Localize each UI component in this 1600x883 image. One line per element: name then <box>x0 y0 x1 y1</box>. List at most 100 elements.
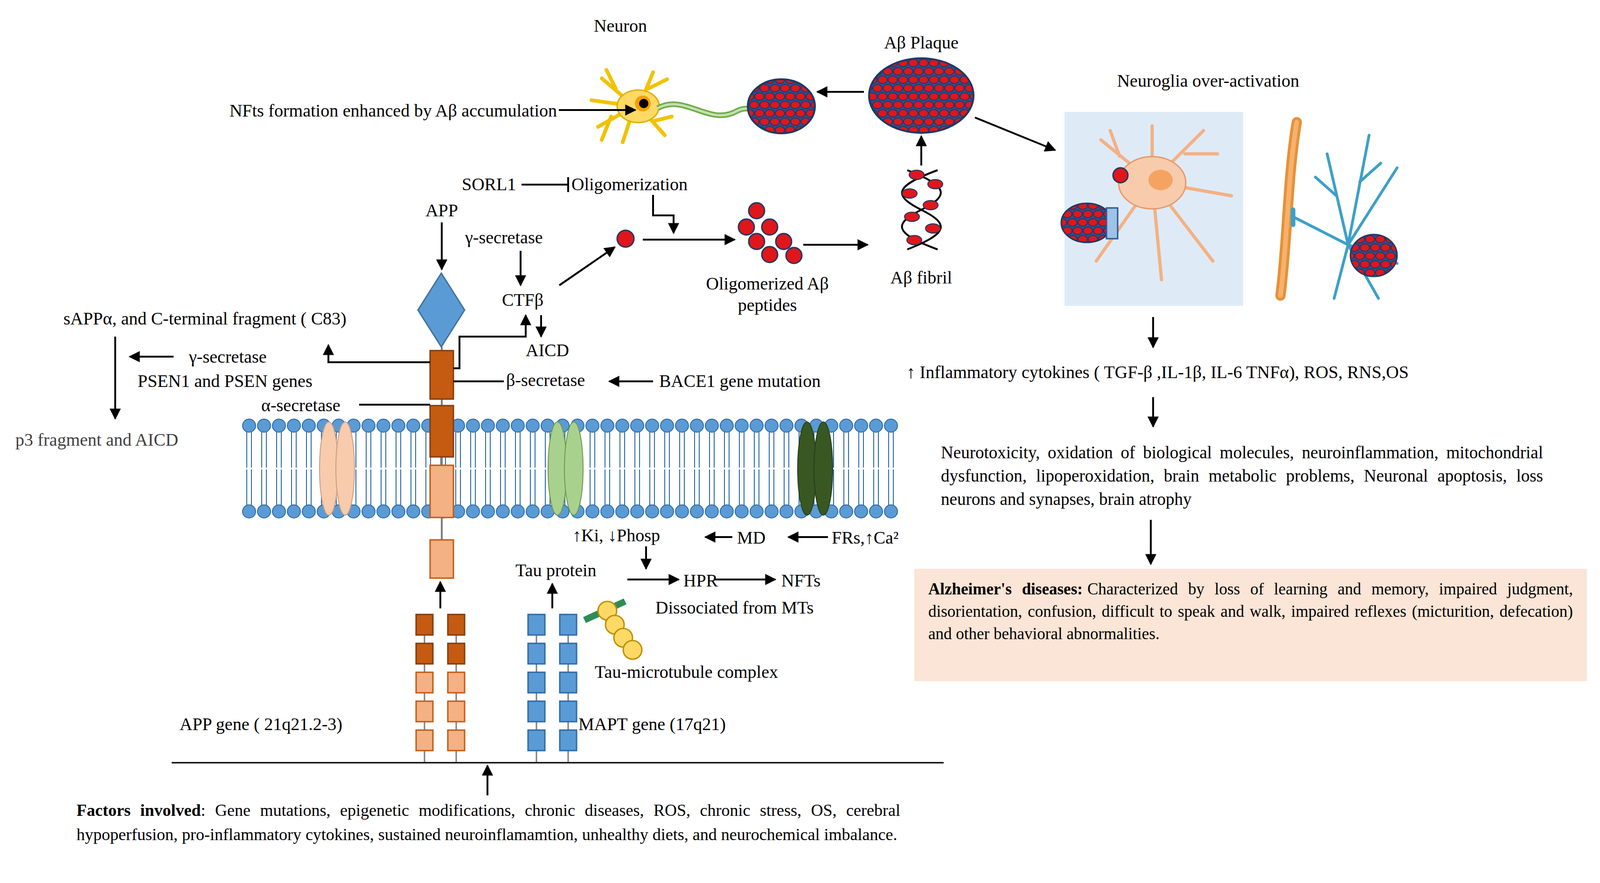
figure-label: Aβ Plaque <box>865 31 978 54</box>
pathway-arrows <box>486 765 489 796</box>
neuroglia-illustration <box>1293 135 1398 299</box>
effect-paragraph: Neurotoxicity, oxidation of biological m… <box>940 441 1544 512</box>
pathway-arrows <box>920 136 923 166</box>
pathway-arrows <box>521 177 569 193</box>
pathway-arrows <box>1149 520 1152 565</box>
figure-label: Neuron <box>592 14 649 37</box>
mapt-gene <box>528 672 545 694</box>
neuroglia-illustration <box>1061 111 1398 307</box>
mapt-gene <box>528 643 545 665</box>
disease-box: Alzheimer's diseases:Characterized by lo… <box>914 569 1587 682</box>
app-gene <box>447 643 465 665</box>
pathway-arrows <box>1152 397 1155 427</box>
app-gene <box>416 672 433 694</box>
neuroglia-illustration <box>1280 122 1297 296</box>
mapt-gene <box>559 643 577 665</box>
pathway-arrows <box>653 194 674 234</box>
app-gene <box>416 614 433 636</box>
fibril-illustration <box>904 212 920 222</box>
pathway-arrows <box>129 355 174 358</box>
fibril-illustration <box>909 170 925 180</box>
fragment-label: sAPPα, and C-terminal fragment ( C83) <box>63 307 347 330</box>
membrane-protein <box>335 422 355 516</box>
pathway-arrows <box>440 222 443 270</box>
factors-paragraph: Factors involved: Gene mutations, epigen… <box>76 798 901 848</box>
neuroglia-illustration <box>1280 122 1297 296</box>
neuroglia-illustration <box>1290 209 1296 225</box>
neuron-illustration <box>639 98 649 109</box>
neuron-illustration <box>591 69 815 143</box>
pathway-arrows <box>558 109 636 112</box>
process-label: NFTs <box>781 570 821 592</box>
fragment-label: AICD <box>525 339 570 362</box>
pathway-arrows <box>359 403 431 406</box>
mapt-gene <box>528 614 545 636</box>
process-label: Oligomerization <box>571 173 688 195</box>
membrane-protein <box>813 422 833 516</box>
mapt-gene <box>559 672 577 694</box>
pathway-arrows <box>328 345 431 363</box>
membrane-protein <box>564 422 584 516</box>
pathway-arrows <box>540 315 543 337</box>
pathway-arrows <box>817 90 864 93</box>
gene-label: BACE1 gene mutation <box>659 370 821 392</box>
factors-heading: Factors involved <box>76 801 202 821</box>
mapt-gene <box>528 701 545 723</box>
neuroglia-illustration <box>1061 203 1113 243</box>
protein-label: Tau protein <box>515 559 597 582</box>
neuron-illustration <box>747 79 815 134</box>
fibril-illustration <box>902 188 918 199</box>
process-label: Dissociated from MTs <box>655 597 814 619</box>
app-gene <box>447 730 465 752</box>
baseline <box>171 762 944 765</box>
oligomer-illustration <box>748 202 765 219</box>
enzyme-label: γ-secretase <box>465 226 543 249</box>
pathway-arrows <box>627 578 679 581</box>
mapt-gene <box>559 614 577 636</box>
pathway-arrows <box>705 536 733 539</box>
pathway-arrows <box>453 315 526 369</box>
product-label: Aβ fibril <box>886 266 957 289</box>
process-label: MD <box>737 527 766 549</box>
app-gene <box>416 614 465 764</box>
gene-label: PSEN1 and PSEN genes <box>137 370 313 392</box>
neuroglia-illustration <box>1096 125 1232 280</box>
mapt-gene <box>528 730 545 752</box>
tau-microtubule-complex <box>623 640 642 660</box>
enzyme-label: γ-secretase <box>188 346 267 368</box>
mapt-gene <box>559 730 577 752</box>
oligomer-illustration <box>761 246 778 263</box>
app-protein <box>430 405 454 458</box>
neuroglia-illustration <box>1148 169 1173 191</box>
pathway-arrows <box>114 336 117 419</box>
app-gene <box>447 672 465 694</box>
app-protein <box>430 350 454 400</box>
pathway-arrows <box>551 584 554 609</box>
product-label: Oligomerized Aβ peptides <box>690 272 845 316</box>
process-label: ↑Ki, ↓Phosp <box>572 524 661 547</box>
app-protein <box>430 465 454 518</box>
neuron-illustration <box>634 95 651 112</box>
pathway-arrows <box>974 117 1056 151</box>
process-label: HPR <box>683 570 718 592</box>
effect-label: ↑ Inflammatory cytokines ( TGF-β ,IL-1β,… <box>906 361 1409 383</box>
pathway-arrows <box>642 238 735 241</box>
pathway-arrows <box>519 250 522 286</box>
mapt-gene <box>559 701 577 723</box>
fibril-illustration <box>906 235 922 245</box>
pathway-arrows <box>788 536 828 539</box>
app-protein <box>430 540 454 579</box>
process-label: FRs,↑Ca² <box>831 527 899 549</box>
cell-membrane <box>241 418 899 520</box>
enzyme-label: β-secretase <box>506 369 585 391</box>
pathway-arrows <box>439 582 442 609</box>
neuroglia-illustration <box>1106 208 1118 239</box>
app-gene <box>447 614 465 636</box>
neuroglia-illustration <box>1118 156 1186 209</box>
neuroglia-illustration <box>1350 234 1398 277</box>
tau-microtubule-complex <box>584 601 642 660</box>
plaque-illustration <box>869 58 974 133</box>
pathway-arrows <box>645 546 647 570</box>
